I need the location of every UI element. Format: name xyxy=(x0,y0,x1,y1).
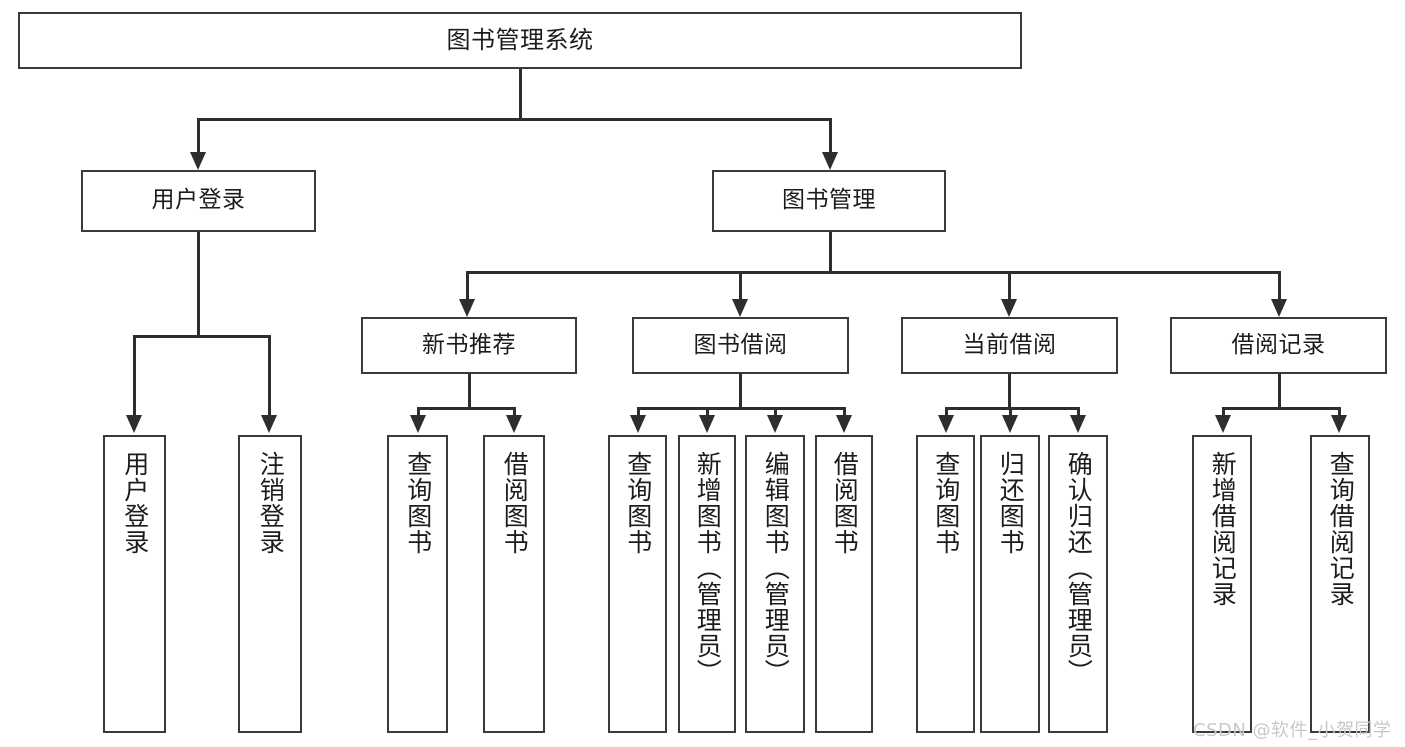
edge-br-drop-2 xyxy=(1338,407,1341,419)
arrow-to-leaf-add-borrow-record xyxy=(1215,415,1231,433)
leaf-add-book-admin[interactable]: 新增图书（管理员） xyxy=(678,435,736,733)
edge-cb-drop-2 xyxy=(1009,407,1012,419)
node-root-book-management-system[interactable]: 图书管理系统 xyxy=(18,12,1022,69)
leaf-borrow-book-bb[interactable]: 借阅图书 xyxy=(815,435,873,733)
node-label: 查询图书 xyxy=(623,451,653,555)
node-label: 新增借阅记录 xyxy=(1208,451,1238,607)
leaf-confirm-return-admin[interactable]: 确认归还（管理员） xyxy=(1048,435,1108,733)
node-book-management[interactable]: 图书管理 xyxy=(712,170,946,232)
edge-root-bus xyxy=(197,118,831,121)
edge-bb-bus xyxy=(637,407,845,410)
arrow-to-leaf-borrow-book-nbr xyxy=(506,415,522,433)
node-label: 当前借阅 xyxy=(962,331,1057,358)
edge-br-drop-1 xyxy=(1222,407,1225,419)
arrow-to-leaf-user-login xyxy=(126,415,142,433)
node-book-borrow[interactable]: 图书借阅 xyxy=(632,317,849,374)
edge-nbr-drop-2 xyxy=(513,407,516,419)
node-label: 查询借阅记录 xyxy=(1326,451,1356,607)
arrow-to-leaf-query-book-cb xyxy=(938,415,954,433)
edge-root-to-book-management xyxy=(829,118,832,154)
edge-root-stem xyxy=(519,69,522,118)
arrow-to-leaf-borrow-book-bb xyxy=(836,415,852,433)
edge-br-stem xyxy=(1278,374,1281,407)
node-label: 编辑图书（管理员） xyxy=(761,451,791,685)
arrow-to-leaf-add-book xyxy=(699,415,715,433)
node-label: 用户登录 xyxy=(120,451,150,555)
csdn-watermark: CSDN @软件_小贺同学 xyxy=(1193,720,1392,741)
arrow-to-leaf-confirm-return xyxy=(1070,415,1086,433)
node-label: 查询图书 xyxy=(931,451,961,555)
edge-cb-drop-1 xyxy=(945,407,948,419)
node-label: 查询图书 xyxy=(403,451,433,555)
leaf-borrow-book-recommend[interactable]: 借阅图书 xyxy=(483,435,545,733)
node-borrow-record[interactable]: 借阅记录 xyxy=(1170,317,1387,374)
leaf-logout-login[interactable]: 注销登录 xyxy=(238,435,302,733)
arrow-to-leaf-logout xyxy=(261,415,277,433)
edge-cb-bus xyxy=(945,407,1079,410)
edge-br-bus xyxy=(1222,407,1340,410)
edge-book-management-bus xyxy=(466,271,1278,274)
edge-book-management-stem xyxy=(829,232,832,271)
arrow-to-leaf-query-book-nbr xyxy=(410,415,426,433)
node-label: 新增图书（管理员） xyxy=(693,451,723,685)
leaf-query-borrow-record[interactable]: 查询借阅记录 xyxy=(1310,435,1370,733)
node-label: 借阅图书 xyxy=(500,451,530,555)
arrow-to-book-management xyxy=(822,152,838,170)
node-label: 归还图书 xyxy=(996,451,1026,555)
node-label: 借阅图书 xyxy=(830,451,860,555)
edge-bm-drop-book-borrow xyxy=(739,271,742,301)
arrow-to-book-borrow xyxy=(732,299,748,317)
edge-cb-drop-3 xyxy=(1077,407,1080,419)
edge-bm-drop-new-book xyxy=(466,271,469,301)
node-label: 注销登录 xyxy=(256,451,286,555)
node-new-book-recommend[interactable]: 新书推荐 xyxy=(361,317,577,374)
leaf-user-login[interactable]: 用户登录 xyxy=(103,435,166,733)
node-label: 图书管理系统 xyxy=(446,26,594,55)
leaf-return-book[interactable]: 归还图书 xyxy=(980,435,1040,733)
edge-bb-stem xyxy=(739,374,742,407)
edge-user-login-bus xyxy=(133,335,270,338)
edge-user-login-drop-2 xyxy=(268,335,271,417)
node-current-borrow[interactable]: 当前借阅 xyxy=(901,317,1118,374)
node-label: 新书推荐 xyxy=(422,331,516,358)
leaf-edit-book-admin[interactable]: 编辑图书（管理员） xyxy=(745,435,805,733)
edge-bb-drop-2 xyxy=(706,407,709,419)
leaf-add-borrow-record[interactable]: 新增借阅记录 xyxy=(1192,435,1252,733)
edge-cb-stem xyxy=(1008,374,1011,407)
arrow-to-leaf-edit-book xyxy=(767,415,783,433)
arrow-to-leaf-query-book-bb xyxy=(630,415,646,433)
arrow-to-new-book-recommend xyxy=(459,299,475,317)
edge-user-login-drop-1 xyxy=(133,335,136,417)
leaf-query-book-current[interactable]: 查询图书 xyxy=(916,435,975,733)
leaf-query-book-recommend[interactable]: 查询图书 xyxy=(387,435,448,733)
edge-bb-drop-1 xyxy=(637,407,640,419)
edge-bm-drop-borrow-record xyxy=(1278,271,1281,301)
node-label: 图书管理 xyxy=(782,187,876,214)
edge-user-login-stem xyxy=(197,232,200,335)
node-label: 图书借阅 xyxy=(693,331,788,358)
edge-bb-drop-4 xyxy=(843,407,846,419)
edge-bm-drop-current-borrow xyxy=(1008,271,1011,301)
edge-bb-drop-3 xyxy=(774,407,777,419)
node-label: 用户登录 xyxy=(151,187,246,214)
arrow-to-leaf-query-borrow-record xyxy=(1331,415,1347,433)
edge-nbr-bus xyxy=(417,407,515,410)
node-label: 确认归还（管理员） xyxy=(1064,451,1094,685)
node-user-login[interactable]: 用户登录 xyxy=(81,170,316,232)
leaf-query-book-borrow[interactable]: 查询图书 xyxy=(608,435,667,733)
edge-root-to-user-login xyxy=(197,118,200,154)
arrow-to-borrow-record xyxy=(1271,299,1287,317)
edge-nbr-stem xyxy=(468,374,471,407)
arrow-to-user-login xyxy=(190,152,206,170)
arrow-to-leaf-return-book xyxy=(1002,415,1018,433)
arrow-to-current-borrow xyxy=(1001,299,1017,317)
edge-nbr-drop-1 xyxy=(417,407,420,419)
node-label: 借阅记录 xyxy=(1231,331,1326,358)
